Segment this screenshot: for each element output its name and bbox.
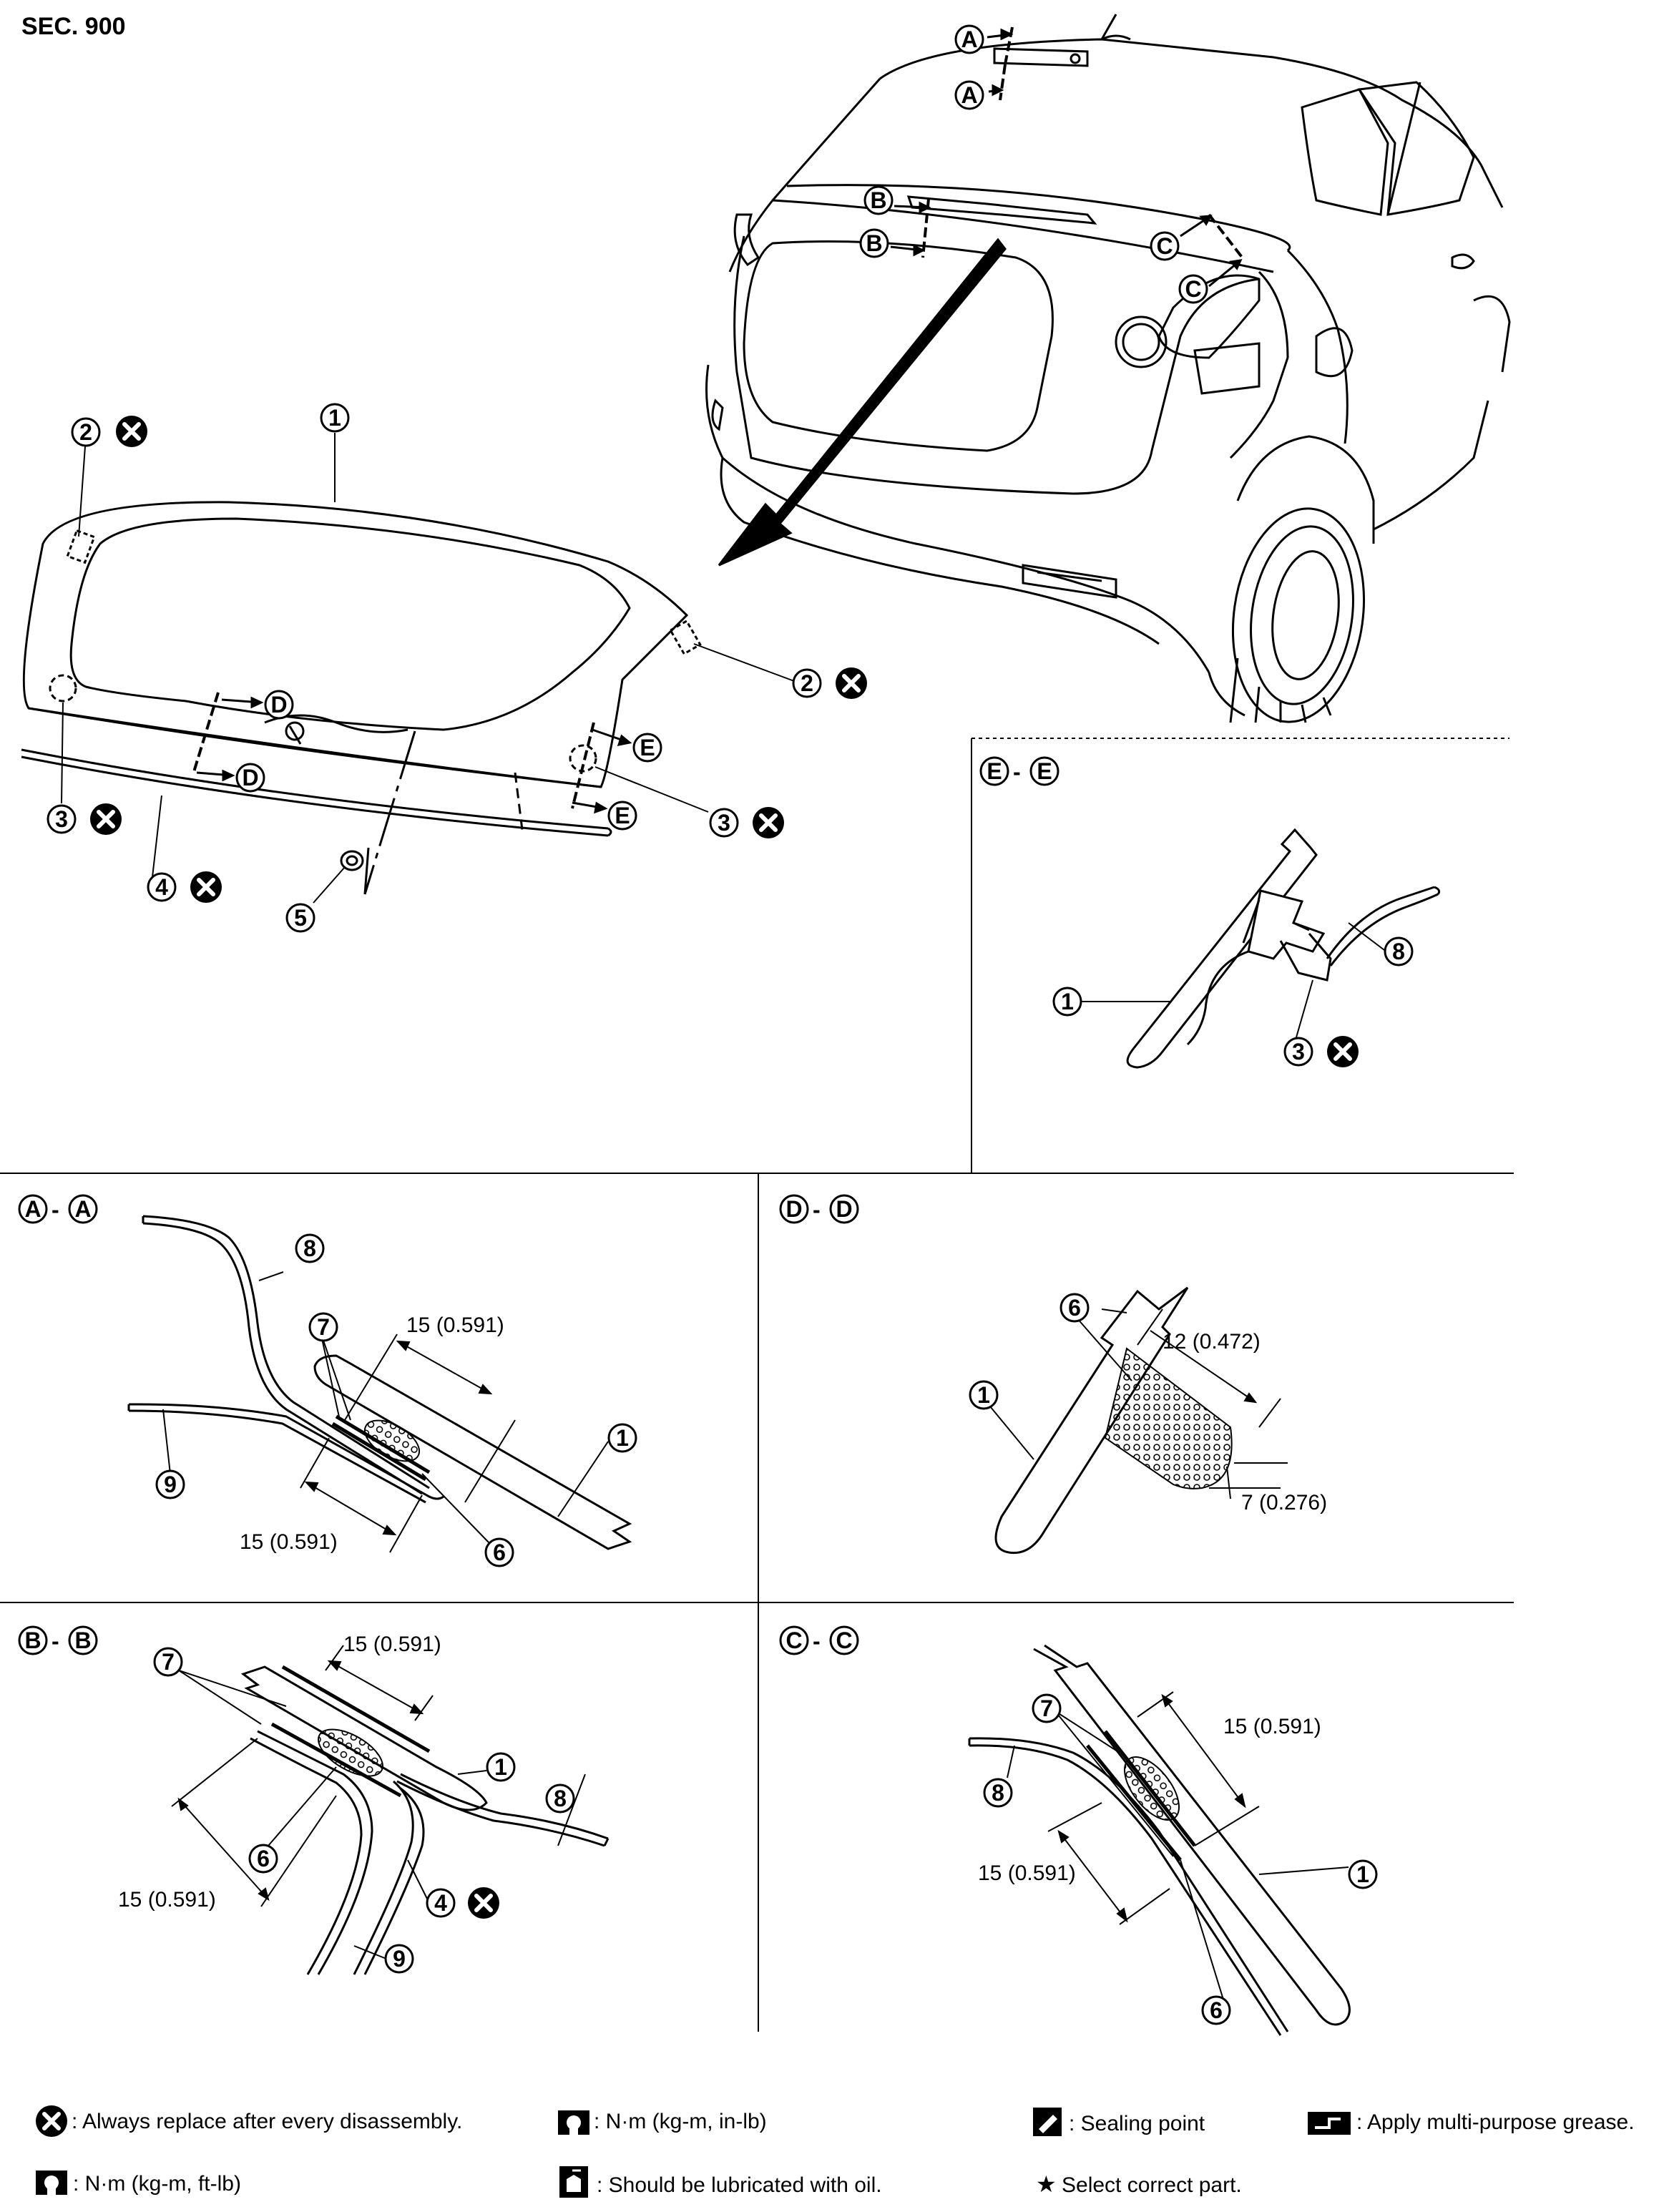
svg-text:E: E [615,803,630,828]
direction-arrow [718,238,1007,567]
svg-text:-: - [1013,759,1021,785]
torque-socket-icon [36,2171,67,2195]
svg-text:B: B [870,187,886,213]
svg-text:-: - [52,1628,59,1654]
svg-text:15 (0.591): 15 (0.591) [343,1633,441,1656]
section-number: SEC. 900 [21,13,126,40]
cut-lines-car [921,26,1245,260]
star-icon: ★ [1036,2171,1057,2197]
grommet [340,850,364,871]
svg-text:B: B [866,230,882,256]
svg-text:7: 7 [162,1649,175,1675]
svg-text:A: A [74,1196,91,1222]
svg-text:-: - [813,1628,821,1654]
svg-text:3: 3 [718,810,730,836]
svg-text:D: D [836,1196,852,1222]
legend: : Always replace after every disassembly… [36,2105,1635,2198]
svg-text:9: 9 [393,1946,406,1972]
svg-text:7: 7 [1040,1695,1053,1721]
legend-torque-in: : N·m (kg-m, in-lb) [594,2110,767,2133]
svg-text:1: 1 [328,405,341,431]
svg-text:15 (0.591): 15 (0.591) [118,1888,216,1912]
section-aa: A - A [18,1194,637,1567]
cut-lines-glass [192,692,595,809]
legend-torque-ft: : N·m (kg-m, ft-lb) [73,2172,241,2196]
legend-sealing: : Sealing point [1069,2112,1205,2135]
svg-text:15 (0.591): 15 (0.591) [240,1530,338,1554]
svg-text:E: E [640,735,655,760]
svg-text:B: B [24,1628,41,1653]
svg-text:C: C [1185,276,1201,302]
svg-text:C: C [1156,233,1173,259]
svg-text:A: A [961,26,977,52]
replace-icon [116,416,147,447]
replace-icon [36,2105,67,2137]
svg-text:12 (0.472): 12 (0.472) [1163,1330,1261,1354]
torque-wrench-icon [558,2110,589,2135]
svg-text:9: 9 [164,1472,177,1497]
svg-text:3: 3 [55,806,68,832]
svg-text:1: 1 [616,1425,629,1451]
svg-text:D: D [270,692,287,718]
svg-text:C: C [785,1628,802,1653]
svg-text:1: 1 [494,1754,507,1780]
legend-select: Select correct part. [1062,2173,1242,2197]
svg-text:15 (0.591): 15 (0.591) [978,1861,1076,1885]
svg-text:-: - [52,1197,59,1223]
svg-text:8: 8 [992,1780,1004,1806]
svg-text:6: 6 [257,1846,270,1871]
section-arrows-car [890,28,1243,288]
vehicle-rear-view [705,14,1511,723]
replace-icon [190,871,222,903]
svg-text:1: 1 [977,1382,990,1408]
svg-text:3: 3 [1292,1039,1305,1065]
svg-text:4: 4 [434,1890,447,1916]
svg-text:2: 2 [801,670,813,696]
svg-text:15 (0.591): 15 (0.591) [406,1313,504,1337]
replace-icon [90,803,122,835]
svg-text:6: 6 [1210,1997,1223,2023]
replace-icon [836,667,867,699]
section-dd: D - D 12 (0.472) 7 (0.276) 6 1 [779,1194,1327,1555]
svg-text:6: 6 [493,1540,506,1565]
svg-text:E: E [1037,758,1052,784]
svg-text:1: 1 [1061,989,1074,1014]
legend-replace: : Always replace after every disassembly… [72,2110,462,2133]
svg-text:6: 6 [1068,1295,1081,1321]
svg-text:D: D [785,1196,802,1222]
leader-lines-glass [61,433,795,904]
svg-text:A: A [24,1196,41,1222]
section-bb: B - B [18,1625,610,1975]
lower-molding [21,748,612,837]
section-ee: E - E 1 8 3 [979,756,1441,1067]
oil-can-icon [559,2166,588,2198]
glass-callouts: 1 2 2 3 3 4 5 D D E E [47,403,867,933]
grease-icon [1308,2112,1351,2135]
svg-text:1: 1 [1356,1861,1369,1887]
section-arrows-glass [196,696,632,814]
svg-text:5: 5 [294,905,307,931]
svg-text:8: 8 [1392,939,1405,964]
car-callouts: A A B B C C [859,24,1208,304]
svg-text:D: D [242,765,258,791]
svg-text:2: 2 [79,419,92,445]
sealing-icon [1033,2108,1062,2136]
svg-text:E: E [987,758,1002,784]
svg-text:7 (0.276): 7 (0.276) [1241,1491,1327,1514]
svg-text:A: A [961,82,977,108]
svg-text:8: 8 [554,1786,567,1811]
svg-text:C: C [836,1628,852,1653]
panel-borders [0,738,1514,2032]
legend-grease: : Apply multi-purpose grease. [1356,2110,1635,2134]
replace-icon [753,807,784,838]
svg-text:4: 4 [155,874,168,900]
legend-oil: : Should be lubricated with oil. [597,2173,882,2197]
section-cc: C - C [779,1625,1378,2036]
svg-text:B: B [74,1628,91,1653]
svg-text:-: - [813,1197,821,1223]
svg-text:15 (0.591): 15 (0.591) [1223,1715,1321,1738]
svg-text:8: 8 [303,1235,316,1261]
svg-text:7: 7 [317,1314,330,1340]
